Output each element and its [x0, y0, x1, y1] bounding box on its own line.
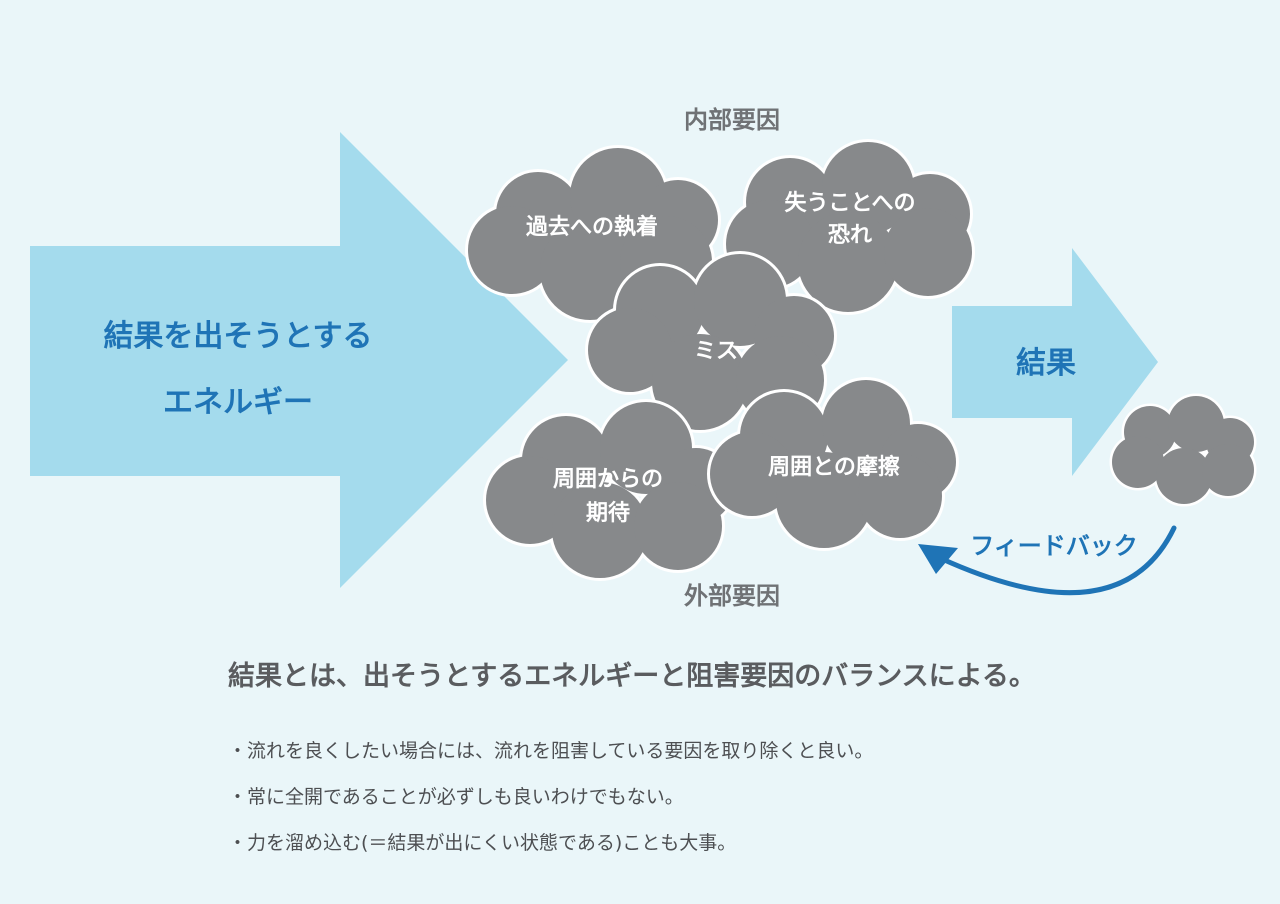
- energy-arrow: [30, 132, 568, 588]
- feedback-arrow: [918, 525, 1177, 596]
- cloud-expectation: 周囲からの 期待: [483, 399, 737, 581]
- cloud-expectation-label-line1: 周囲からの: [553, 467, 663, 492]
- feedback-label: フィードバック: [970, 532, 1138, 560]
- internal-factors-label: 内部要因: [684, 106, 780, 134]
- energy-arrow-label-line2: エネルギー: [163, 385, 313, 420]
- bullet-list: ・流れを良くしたい場合には、流れを阻害している要因を取り除くと良い。 ・常に全開…: [228, 738, 873, 876]
- cloud-mistake-label: ミス: [694, 339, 738, 364]
- cloud-friction-label: 周囲との摩擦: [768, 454, 900, 480]
- bullet-item: ・流れを良くしたい場合には、流れを阻害している要因を取り除くと良い。: [228, 740, 874, 762]
- bullet-item: ・常に全開であることが必ずしも良いわけでもない。: [228, 786, 684, 808]
- cloud-small-result: [1109, 393, 1257, 507]
- cloud-fear-label-line2: 恐れ: [828, 223, 872, 248]
- external-factors-label: 外部要因: [684, 582, 780, 610]
- result-arrow-label: 結果: [1016, 346, 1076, 381]
- feedback-arrow-head: [918, 544, 958, 574]
- bullet-item: ・力を溜め込む(＝結果が出にくい状態である)ことも大事。: [228, 832, 737, 854]
- cloud-past-label: 過去への執着: [526, 214, 658, 240]
- cloud-expectation-label-line2: 期待: [586, 500, 630, 526]
- cloud-fear-of-loss: 失うことへの 恐れ: [723, 139, 975, 315]
- summary-statement: 結果とは、出そうとするエネルギーと阻害要因のバランスによる。: [228, 661, 1036, 692]
- cloud-friction: 周囲との摩擦: [707, 377, 959, 551]
- energy-result-diagram: 結果を出そうとする エネルギー 結果 内部要因 外部要因: [30, 106, 1257, 610]
- energy-arrow-label-line1: 結果を出そうとする: [103, 319, 372, 354]
- result-arrow: [952, 248, 1158, 476]
- feedback-arrow-curve: [937, 525, 1177, 596]
- cloud-fear-label-line1: 失うことへの: [785, 191, 916, 216]
